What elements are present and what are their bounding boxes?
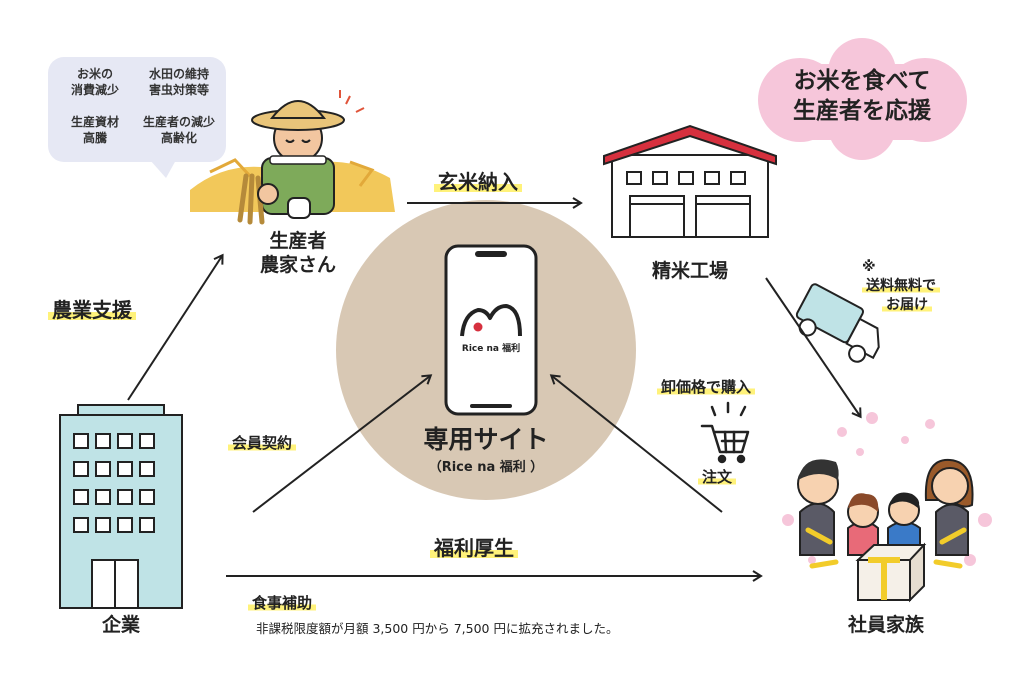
company-building-illustration [59,404,183,609]
label-agri-support: 農業支援 [48,294,136,323]
label-membership: 会員契約 [228,432,297,453]
truck-illustration [795,283,880,363]
arrow-company-to-site [252,374,433,513]
center-subtitle: （Rice na 福利 ） [428,460,544,475]
node-producer: 生産者 農家さん [236,229,360,277]
arrow-company-to-producer [127,253,224,401]
concern-item: お米の 消費減少 [58,66,132,98]
label-meal-aid: 食事補助 [248,592,317,613]
label-wholesale: 卸価格で購入 [657,376,756,397]
app-logo-text: Rice na 福利 [461,344,521,354]
family-illustration [782,412,992,603]
label-text: 食事補助 [248,594,317,612]
label-order: 注文 [698,466,737,487]
label-text: 注文 [698,468,737,486]
label-text: 玄米納入 [434,170,522,194]
concern-line: お米の [76,67,113,81]
rice-mill-illustration [603,124,777,238]
concern-line: 消費減少 [70,83,119,97]
label-brown-rice: 玄米納入 [434,166,522,195]
center-title: 専用サイト [423,425,549,454]
phone-illustration [444,244,538,416]
label-text: 卸価格で購入 [657,378,756,396]
concern-line: 高騰 [82,131,107,145]
concern-line: 生産資材 [70,115,119,129]
concern-line: 高齢化 [160,131,197,145]
producer-sublabel: 農家さん [259,254,336,276]
label-text: 農業支援 [48,298,136,322]
arrow-mill-to-family [765,277,862,419]
shipping-note-mark: ※ [862,259,876,275]
slogan-line: 生産者を応援 [793,98,931,124]
concern-line: 生産者の減少 [142,115,215,129]
shipping-line: 送料無料で [862,278,940,294]
label-welfare: 福利厚生 [430,532,518,561]
slogan: お米を食べて 生産者を応援 [770,66,954,126]
label-text: 会員契約 [228,434,297,452]
label-shipping: ※ 送料無料で お届け [862,258,940,315]
slogan-cloud [758,38,967,160]
slogan-line: お米を食べて [793,68,931,94]
node-company: 企業 [101,614,140,636]
meal-aid-note: 非課税限度額が月額 3,500 円から 7,500 円に拡充されました。 [256,621,619,636]
node-mill: 精米工場 [651,260,728,282]
cart-icon [700,401,750,464]
arrow-family-to-site [549,374,723,513]
concern-item: 生産資材 高騰 [58,114,132,146]
node-family: 社員家族 [847,614,924,636]
concern-list: お米の 消費減少 水田の維持 害虫対策等 生産資材 高騰 生産者の減少 高齢化 [58,66,218,154]
concern-item: 生産者の減少 高齢化 [138,114,220,146]
concern-item: 水田の維持 害虫対策等 [138,66,220,98]
concern-line: 水田の維持 [148,67,209,81]
concern-bubble [48,57,226,178]
concern-line: 害虫対策等 [148,83,209,97]
producer-label: 生産者 [269,230,327,252]
shipping-line: お届け [882,297,932,313]
farmer-illustration [190,90,395,225]
label-text: 福利厚生 [430,536,518,560]
